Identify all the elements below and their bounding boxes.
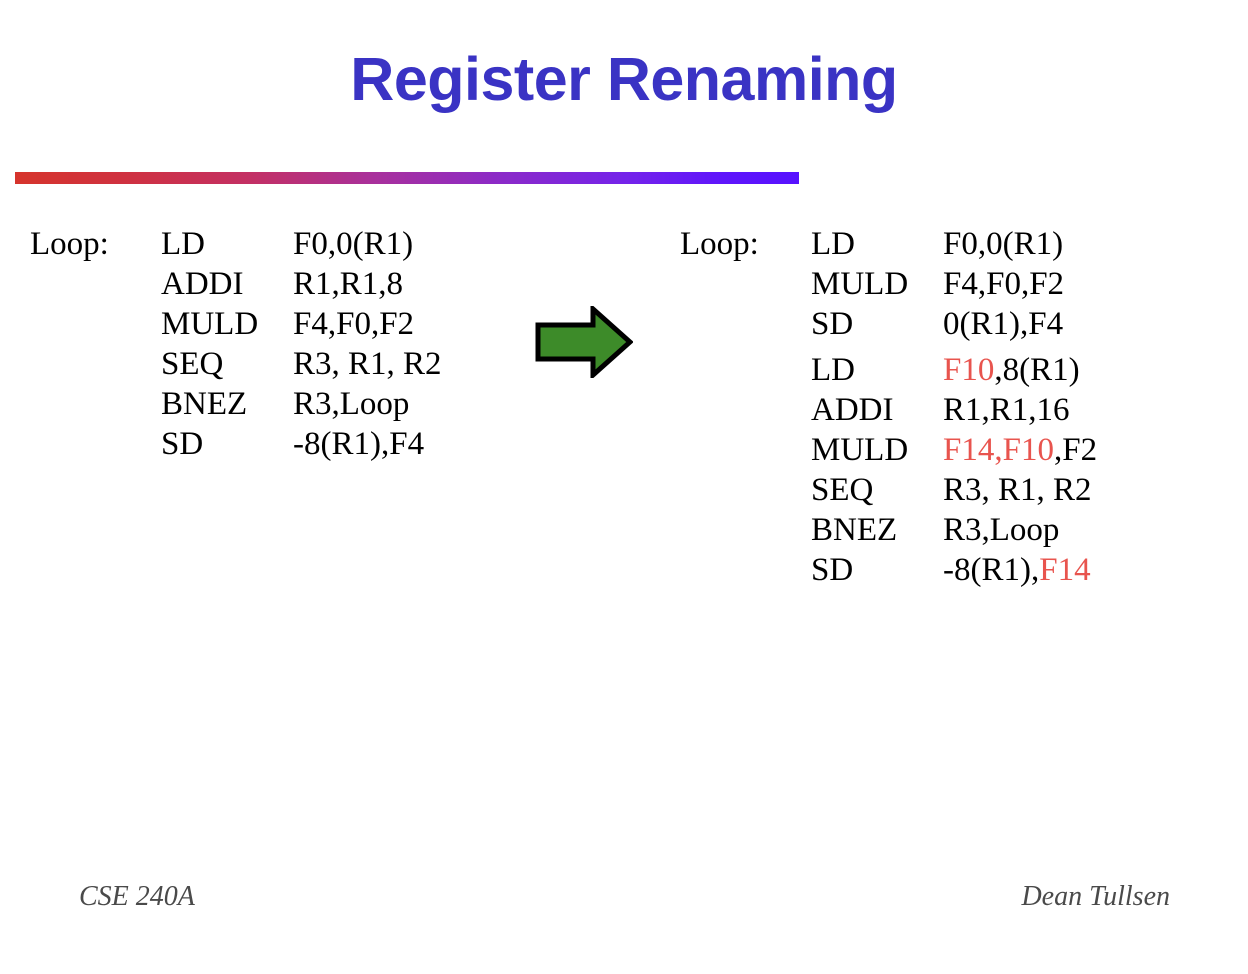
renamed-renamed-register: F10 xyxy=(943,352,995,388)
renamed-opcode: SD xyxy=(811,306,854,342)
renamed-opcode: LD xyxy=(811,352,855,388)
original-opcode: ADDI xyxy=(161,266,244,302)
page-title: Register Renaming xyxy=(350,45,898,113)
original-operand-text: F4,F0,F2 xyxy=(293,306,415,342)
original-label: Loop: xyxy=(30,226,109,262)
renamed-label: Loop: xyxy=(680,226,759,262)
original-operand-text: R3, R1, R2 xyxy=(293,346,442,382)
renamed-operands: F0,0(R1) xyxy=(943,224,1063,264)
renamed-operands: R3,Loop xyxy=(943,510,1059,550)
original-operands: F4,F0,F2 xyxy=(293,304,414,344)
renamed-opcode: LD xyxy=(811,226,855,262)
renamed-opcode: SEQ xyxy=(811,472,874,508)
original-operand-text: R1,R1,8 xyxy=(293,266,404,302)
renamed-renamed-register: F14,F10 xyxy=(943,432,1054,468)
right-arrow-icon xyxy=(535,303,634,381)
original-operands: R1,R1,8 xyxy=(293,264,403,304)
renamed-operand-text: F4,F0,F2 xyxy=(943,266,1065,302)
renamed-operands: F14,F10,F2 xyxy=(943,430,1097,470)
title-gradient-rule xyxy=(15,172,799,184)
original-operand-text: F0,0(R1) xyxy=(293,226,414,262)
original-operands: -8(R1),F4 xyxy=(293,424,424,464)
original-operand-text: R3,Loop xyxy=(293,386,410,422)
renamed-operands: R3, R1, R2 xyxy=(943,470,1092,510)
renamed-operands: F10,8(R1) xyxy=(943,350,1080,390)
renamed-renamed-register: F14 xyxy=(1039,552,1091,588)
footer-author: Dean Tullsen xyxy=(1021,881,1170,912)
renamed-operands: R1,R1,16 xyxy=(943,390,1070,430)
original-operands: R3, R1, R2 xyxy=(293,344,442,384)
original-operands: F0,0(R1) xyxy=(293,224,413,264)
renamed-operands: 0(R1),F4 xyxy=(943,304,1063,344)
original-operands: R3,Loop xyxy=(293,384,409,424)
renamed-operand-text: R3, R1, R2 xyxy=(943,472,1092,508)
renamed-operand-text: ,8(R1) xyxy=(994,352,1080,388)
original-opcode: SD xyxy=(161,426,204,462)
renamed-opcode: ADDI xyxy=(811,392,894,428)
renamed-operands: F4,F0,F2 xyxy=(943,264,1064,304)
original-opcode: LD xyxy=(161,226,205,262)
original-opcode: SEQ xyxy=(161,346,224,382)
renamed-operand-text: ,F2 xyxy=(1053,432,1098,468)
footer-course: CSE 240A xyxy=(79,881,195,912)
renamed-operand-text: R3,Loop xyxy=(943,512,1060,548)
renamed-opcode: MULD xyxy=(811,432,909,468)
renamed-operand-text: F0,0(R1) xyxy=(943,226,1064,262)
original-opcode: BNEZ xyxy=(161,386,248,422)
original-operand-text: -8(R1),F4 xyxy=(293,426,425,462)
renamed-operands: -8(R1),F14 xyxy=(943,550,1091,590)
renamed-operand-text: R1,R1,16 xyxy=(943,392,1070,428)
renamed-operand-text: -8(R1), xyxy=(943,552,1040,588)
original-opcode: MULD xyxy=(161,306,259,342)
renamed-operand-text: 0(R1),F4 xyxy=(943,306,1064,342)
renamed-opcode: MULD xyxy=(811,266,909,302)
renamed-opcode: SD xyxy=(811,552,854,588)
renamed-opcode: BNEZ xyxy=(811,512,898,548)
